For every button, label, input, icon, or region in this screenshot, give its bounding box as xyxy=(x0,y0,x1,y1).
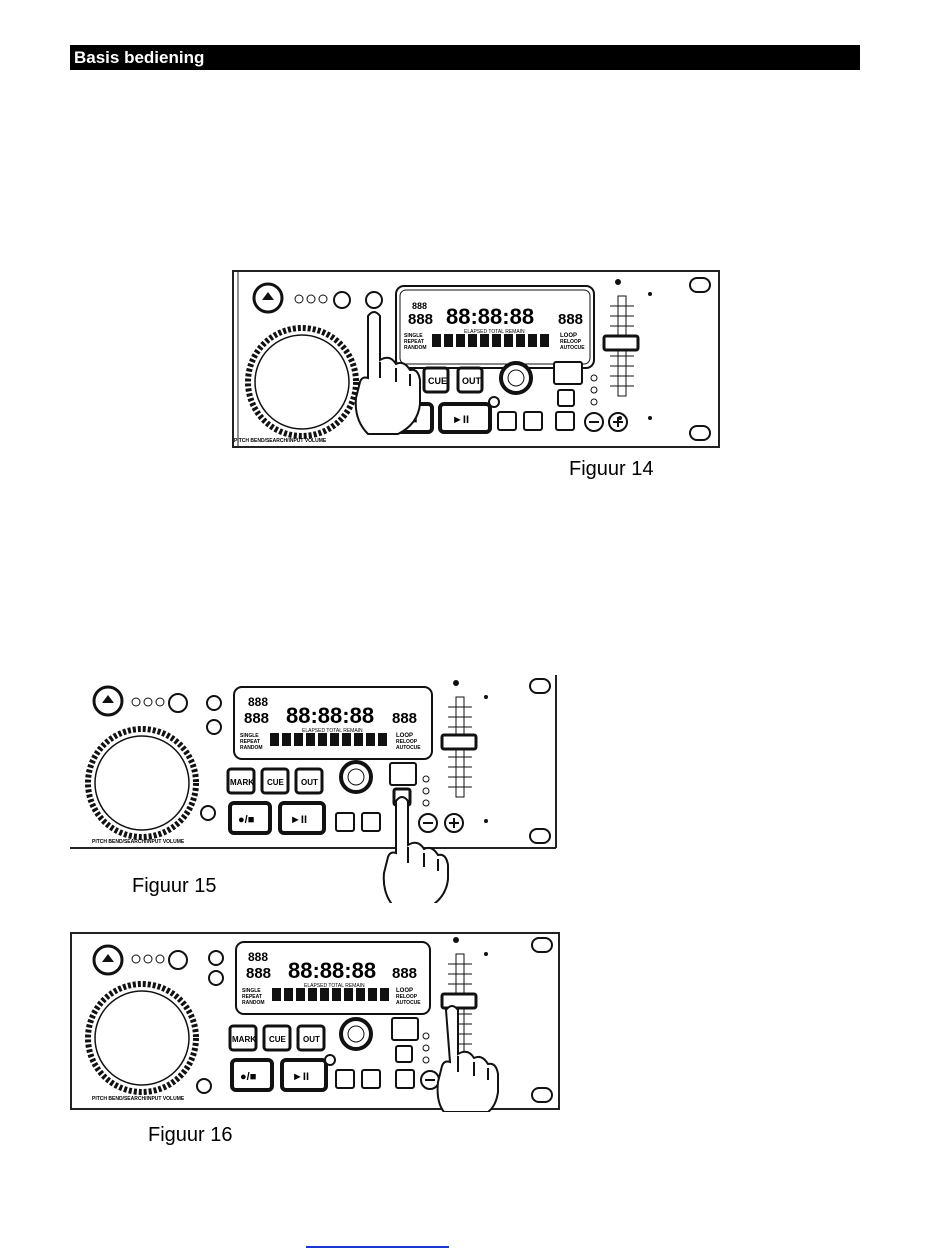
lcd-autocue: AUTOCUE xyxy=(396,1000,421,1006)
dj-player-drawing: 888 888 88:88:88 888 ELAPSED TOTAL REMAI… xyxy=(70,675,557,910)
play-pause-label: ►II xyxy=(292,1071,309,1083)
cue-button[interactable] xyxy=(422,366,450,394)
pitch-bend-label: PITCH BEND/SEARCH/INPUT VOLUME xyxy=(92,1096,185,1102)
figure-14: 888 888 88:88:88 888 ELAPSED TOTAL REMAI… xyxy=(232,270,720,480)
lcd-time-mode: ELAPSED TOTAL REMAIN xyxy=(464,329,525,335)
pointing-hand-icon xyxy=(382,796,449,910)
source-select-button[interactable] xyxy=(333,291,351,309)
lcd-random: RANDOM xyxy=(240,745,263,751)
lcd-random: RANDOM xyxy=(404,345,427,351)
cue-button[interactable] xyxy=(262,1024,292,1052)
lcd-autocue: AUTOCUE xyxy=(396,745,421,751)
lcd-loop: LOOP xyxy=(560,333,577,339)
lcd-reloop: RELOOP xyxy=(560,339,582,345)
search-back-button[interactable] xyxy=(497,411,517,431)
cue-label: CUE xyxy=(428,376,447,386)
lock-button[interactable] xyxy=(555,411,575,431)
mark-label: MARK xyxy=(232,1035,256,1044)
play-pause-button[interactable] xyxy=(438,402,492,434)
lcd-reloop: RELOOP xyxy=(396,994,418,1000)
source-select-button[interactable] xyxy=(168,693,188,713)
lcd-repeat: REPEAT xyxy=(242,994,262,1000)
out-button[interactable] xyxy=(296,1024,326,1052)
time-button[interactable] xyxy=(553,361,583,385)
lcd-track-number: 888 xyxy=(248,695,268,709)
pitch-slider-handle[interactable] xyxy=(440,992,478,1010)
tap-button[interactable] xyxy=(557,389,575,407)
lcd-display xyxy=(395,285,595,369)
cue-label: CUE xyxy=(267,778,285,787)
tap-button[interactable] xyxy=(395,1045,413,1063)
figure-14-caption: Figuur 14 xyxy=(569,458,654,480)
lcd-time-mode: ELAPSED TOTAL REMAIN xyxy=(302,728,363,734)
lcd-autocue: AUTOCUE xyxy=(560,345,585,351)
footer-link-underline[interactable] xyxy=(306,1246,449,1248)
record-pause-label: ●/■ xyxy=(240,1071,256,1083)
pitch-slider-handle[interactable] xyxy=(602,334,640,352)
lcd-single: SINGLE xyxy=(242,988,261,994)
record-pause-label: ●/■ xyxy=(238,814,254,826)
search-back-button[interactable] xyxy=(335,1069,355,1089)
play-pause-button[interactable] xyxy=(278,801,326,835)
out-label: OUT xyxy=(303,1035,320,1044)
mark-label: MARK xyxy=(230,778,254,787)
lcd-track-small: 888 xyxy=(244,710,269,727)
figure-16: 888 888 88:88:88 888 ELAPSED TOTAL REMAI… xyxy=(70,932,562,1147)
section-title: Basis bediening xyxy=(74,48,205,67)
figure-15: 888 888 88:88:88 888 ELAPSED TOTAL REMAI… xyxy=(70,673,560,910)
lcd-reloop: RELOOP xyxy=(396,739,418,745)
lcd-single: SINGLE xyxy=(240,733,259,739)
lcd-time: 88:88:88 xyxy=(288,958,376,983)
play-pause-label: ►II xyxy=(452,414,469,426)
lcd-track-number: 888 xyxy=(412,301,427,311)
lcd-loop: LOOP xyxy=(396,733,413,739)
time-button[interactable] xyxy=(208,950,224,966)
figure-15-caption: Figuur 15 xyxy=(132,875,217,897)
out-label: OUT xyxy=(301,778,318,787)
mark-button[interactable] xyxy=(228,1024,258,1052)
record-pause-button[interactable] xyxy=(230,1058,274,1092)
lcd-single: SINGLE xyxy=(404,333,423,339)
play-pause-label: ►II xyxy=(290,814,307,826)
search-back-button[interactable] xyxy=(335,812,355,832)
time-mode-button[interactable] xyxy=(389,762,417,786)
source-select-button[interactable] xyxy=(168,950,188,970)
pitch-slider-handle[interactable] xyxy=(440,733,478,751)
out-button[interactable] xyxy=(294,767,324,795)
lcd-time: 88:88:88 xyxy=(286,703,374,728)
lcd-track-small: 888 xyxy=(408,311,433,328)
lcd-repeat: REPEAT xyxy=(240,739,260,745)
lcd-loop: LOOP xyxy=(396,988,413,994)
out-label: OUT xyxy=(462,376,482,386)
dj-player-drawing: 888 888 88:88:88 888 ELAPSED TOTAL REMAI… xyxy=(70,932,560,1113)
record-pause-button[interactable] xyxy=(228,801,272,835)
search-forward-button[interactable] xyxy=(523,411,543,431)
lcd-bpm: 888 xyxy=(392,965,417,982)
lcd-time: 88:88:88 xyxy=(446,304,534,329)
pitch-bend-label: PITCH BEND/SEARCH/INPUT VOLUME xyxy=(234,438,327,444)
lcd-track-number: 888 xyxy=(248,950,268,964)
lcd-time-mode: ELAPSED TOTAL REMAIN xyxy=(304,983,365,989)
pitch-bend-label: PITCH BEND/SEARCH/INPUT VOLUME xyxy=(92,839,185,845)
mark-button[interactable] xyxy=(226,767,256,795)
lcd-track-small: 888 xyxy=(246,965,271,982)
lcd-random: RANDOM xyxy=(242,1000,265,1006)
lock-button[interactable] xyxy=(395,1069,415,1089)
cue-button[interactable] xyxy=(260,767,290,795)
pointing-hand-icon xyxy=(354,311,421,435)
pointing-hand-icon xyxy=(436,1005,499,1113)
search-forward-button[interactable] xyxy=(361,812,381,832)
time-button[interactable] xyxy=(206,695,222,711)
out-button[interactable] xyxy=(456,366,484,394)
lcd-repeat: REPEAT xyxy=(404,339,424,345)
play-pause-button[interactable] xyxy=(280,1058,328,1092)
lcd-bpm: 888 xyxy=(558,311,583,328)
section-header: Basis bediening xyxy=(70,45,860,70)
dj-player-drawing: 888 888 88:88:88 888 ELAPSED TOTAL REMAI… xyxy=(232,270,720,448)
lcd-bpm: 888 xyxy=(392,710,417,727)
cue-label: CUE xyxy=(269,1035,287,1044)
time-mode-button[interactable] xyxy=(391,1017,419,1041)
figure-16-caption: Figuur 16 xyxy=(148,1124,233,1146)
search-forward-button[interactable] xyxy=(361,1069,381,1089)
